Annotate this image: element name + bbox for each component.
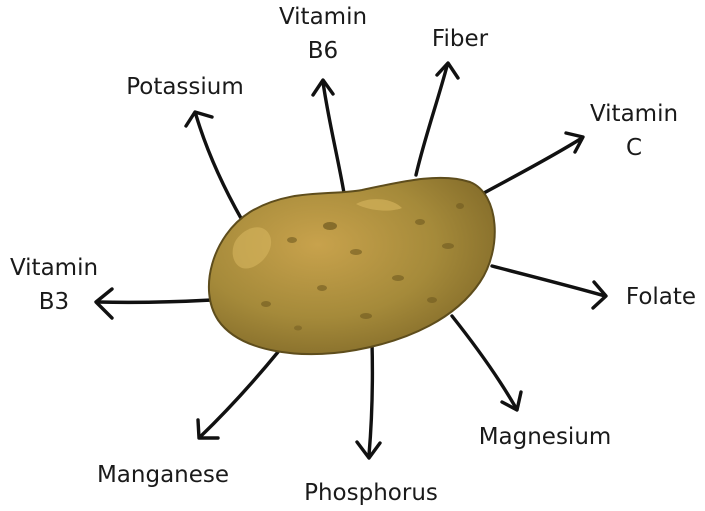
- potato-icon: [209, 178, 495, 354]
- label-fiber-line-1: Fiber: [422, 22, 498, 56]
- label-phosphorus-line-1: Phosphorus: [290, 476, 452, 510]
- label-potassium-line-1: Potassium: [114, 70, 256, 104]
- label-folate-line-1: Folate: [616, 280, 705, 314]
- arrow-phosphorus: [357, 342, 380, 458]
- label-potassium: Potassium: [114, 70, 256, 104]
- label-magnesium: Magnesium: [464, 420, 626, 454]
- label-manganese-line-1: Manganese: [82, 458, 244, 492]
- label-phosphorus: Phosphorus: [290, 476, 452, 510]
- arrow-manganese: [198, 352, 278, 438]
- label-vitamin-b6-line-2: B6: [276, 34, 370, 68]
- arrow-vitamin-b6: [313, 80, 344, 193]
- label-magnesium-line-1: Magnesium: [464, 420, 626, 454]
- label-folate: Folate: [616, 280, 705, 314]
- label-vitamin-b3-line-1: Vitamin: [2, 251, 106, 285]
- arrow-magnesium: [452, 316, 521, 410]
- arrow-fiber: [416, 63, 458, 175]
- label-vitamin-c: Vitamin C: [582, 97, 686, 165]
- arrow-folate: [492, 266, 606, 308]
- label-vitamin-c-line-1: Vitamin: [582, 97, 686, 131]
- label-vitamin-b3: Vitamin B3: [2, 251, 106, 319]
- label-fiber: Fiber: [422, 22, 498, 56]
- label-vitamin-b6: Vitamin B6: [276, 0, 370, 68]
- arrow-vitamin-b3: [96, 289, 212, 318]
- label-vitamin-c-line-2: C: [582, 131, 686, 165]
- arrow-potassium: [186, 112, 242, 220]
- label-manganese: Manganese: [82, 458, 244, 492]
- label-vitamin-b3-line-2: B3: [2, 285, 106, 319]
- arrow-vitamin-c: [482, 133, 583, 194]
- label-vitamin-b6-line-1: Vitamin: [276, 0, 370, 34]
